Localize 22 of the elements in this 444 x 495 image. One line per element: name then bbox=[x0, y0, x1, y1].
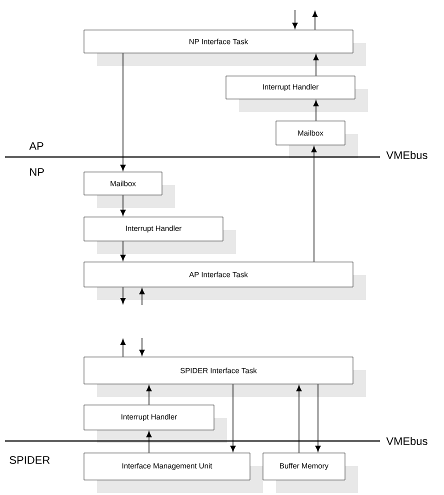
arrow bbox=[311, 146, 317, 262]
arrow bbox=[292, 10, 298, 29]
arrow bbox=[146, 385, 152, 406]
arrow bbox=[313, 100, 319, 122]
arrow bbox=[120, 338, 126, 358]
arrow bbox=[315, 384, 321, 452]
arrow bbox=[139, 338, 145, 356]
region-label: NP bbox=[30, 168, 44, 176]
arrow bbox=[313, 54, 319, 76]
arrow bbox=[230, 384, 236, 452]
arrow bbox=[296, 385, 302, 454]
region-label: AP bbox=[29, 142, 44, 150]
arrow bbox=[146, 431, 152, 454]
arrow bbox=[139, 288, 145, 306]
arrow bbox=[312, 10, 318, 30]
arrow bbox=[120, 52, 126, 171]
arrow bbox=[120, 240, 126, 261]
region-label: SPIDER bbox=[10, 456, 50, 464]
arrow bbox=[120, 286, 126, 304]
region-label: VMEbus bbox=[386, 150, 428, 160]
arrow bbox=[120, 194, 126, 216]
region-label: VMEbus bbox=[386, 436, 428, 446]
